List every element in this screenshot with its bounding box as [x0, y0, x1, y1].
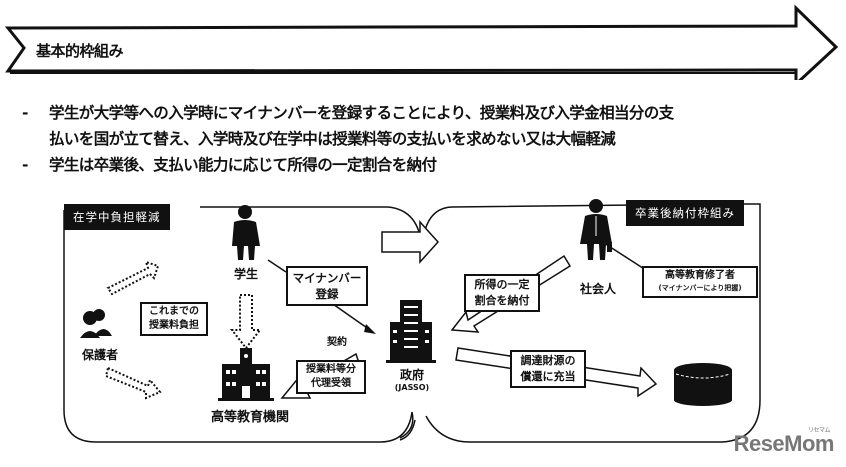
bullet-marker: -: [22, 104, 28, 122]
dotted-arrow-up: [106, 260, 160, 296]
callout-line: 償還に充当: [520, 370, 576, 383]
proxy-receipt-callout: 授業料等分 代理受領: [296, 360, 366, 394]
callout-line: 代理受領: [311, 378, 351, 389]
transition-arrow: [381, 220, 440, 264]
callout-line: 調達財源の: [520, 354, 576, 367]
watermark-ruby: リセマム: [807, 428, 831, 434]
school-building-icon: [218, 348, 274, 401]
fund-cylinder-icon: [674, 363, 732, 406]
left-panel-border: [63, 210, 414, 443]
bullet-2-line-1: 学生は卒業後、支払い能力に応じて所得の一定割合を納付: [49, 156, 437, 174]
fund-repayment-callout: 調達財源の 償還に充当: [510, 350, 586, 388]
callout-line: (マイナンバーにより把握): [658, 284, 742, 292]
bullet-1-line-1: 学生が大学等への入学時にマイナンバーを登録することにより、授業料及び入学金相当分…: [49, 104, 674, 122]
government-building-icon: [386, 300, 436, 363]
bullet-1: - 学生が大学等への入学時にマイナンバーを登録することにより、授業料及び入学金相当…: [22, 100, 674, 126]
businessperson-figure-icon: [580, 199, 612, 260]
left-panel-label: 在学中負担軽減: [64, 204, 170, 230]
callout-line: 割合を納付: [474, 294, 530, 307]
institution-label: 高等教育機関: [210, 410, 289, 425]
header-title: 基本的枠組み: [36, 42, 124, 60]
header-arrow-banner: [4, 4, 839, 80]
callout-line: 所得の一定: [474, 278, 530, 291]
student-figure-icon: [232, 205, 260, 260]
bullet-2: - 学生は卒業後、支払い能力に応じて所得の一定割合を納付: [22, 152, 437, 178]
callout-line: これまでの: [149, 306, 199, 317]
watermark-text: ReseMom: [733, 431, 835, 456]
contract-label: 契約: [327, 337, 347, 348]
scheme-diagram: 在学中負担軽減 卒業後納付枠組み 学生 保護者 高等教育機関 政府 (JASSO…: [0, 190, 846, 467]
bullet-marker: -: [22, 156, 28, 174]
callout-line: 登録: [315, 287, 339, 301]
callout-line: マイナンバー: [292, 271, 362, 285]
diagram-graphics: [63, 199, 761, 443]
callout-line: 高等教育修了者: [665, 270, 735, 281]
callout-line: 授業料等分: [306, 364, 356, 375]
bullet-1-line-2: 払いを国が立て替え、入学時及び在学中は授業料等の支払いを求めない又は大幅軽減: [49, 130, 616, 148]
my-number-callout: マイナンバー 登録: [286, 266, 368, 306]
previous-burden-callout: これまでの 授業料負担: [140, 302, 208, 336]
guardian-label: 保護者: [81, 348, 118, 362]
guardian-group-icon: [80, 309, 112, 338]
dotted-arrow-down: [229, 294, 263, 350]
government-label: 政府: [399, 368, 424, 382]
graduate-callout: 高等教育修了者 (マイナンバーにより把握): [642, 266, 758, 298]
working-adult-label: 社会人: [579, 282, 616, 296]
callout-line: 授業料負担: [149, 320, 199, 331]
right-panel-border: [421, 203, 761, 443]
government-sub-label: (JASSO): [394, 383, 430, 392]
right-panel-label: 卒業後納付枠組み: [626, 200, 744, 226]
student-label: 学生: [233, 267, 258, 281]
income-share-callout: 所得の一定 割合を納付: [464, 274, 540, 312]
dotted-arrow-down-right: [104, 366, 162, 400]
